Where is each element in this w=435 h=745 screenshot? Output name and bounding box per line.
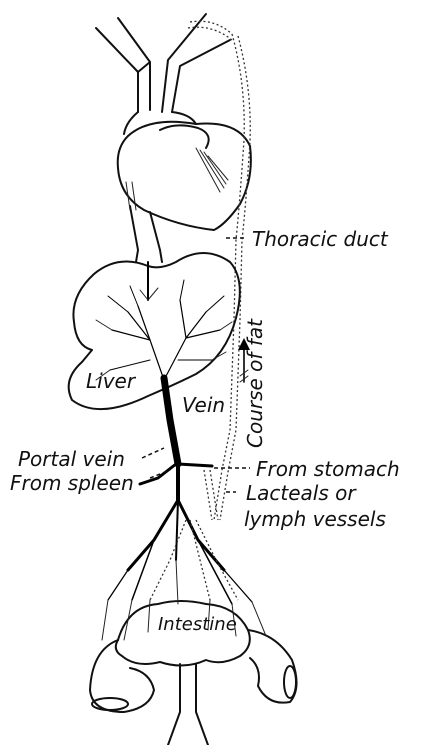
label-thoracic-duct: Thoracic duct [252,227,389,251]
labels: Thoracic duct Course of fat Liver Vein P… [10,227,400,635]
label-liver: Liver [86,369,137,393]
label-lacteals-line1: Lacteals or [246,481,357,505]
label-from-stomach: From stomach [256,457,400,481]
label-portal-vein: Portal vein [18,447,125,471]
thoracic-duct-vessel [126,21,250,520]
heart [118,122,251,230]
vena-cava [130,206,162,262]
intestine-organ [90,560,297,745]
great-vessels [96,14,230,134]
label-vein: Vein [182,393,225,417]
label-lacteals-line2: lymph vessels [244,507,386,531]
label-intestine: Intestine [158,614,237,635]
label-course-of-fat: Course of fat [243,318,267,448]
label-from-spleen: From spleen [10,471,134,495]
